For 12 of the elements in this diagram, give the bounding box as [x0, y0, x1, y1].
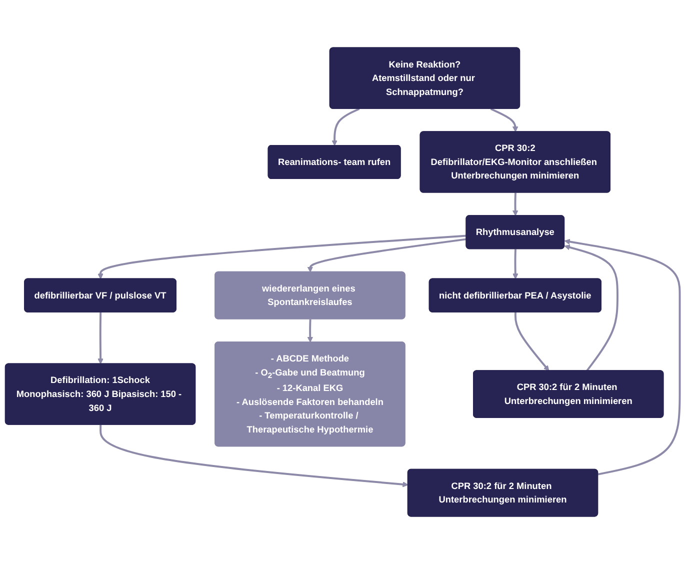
arrow	[512, 249, 518, 280]
arrow	[100, 424, 408, 488]
arrow	[564, 244, 618, 372]
arrow	[514, 312, 550, 372]
arrow	[490, 108, 518, 132]
arrow	[512, 192, 518, 216]
arrow	[307, 238, 467, 272]
arrow	[564, 238, 681, 476]
arrow	[307, 319, 314, 342]
arrow	[98, 312, 104, 364]
arrow	[332, 108, 360, 146]
arrow	[98, 234, 466, 280]
